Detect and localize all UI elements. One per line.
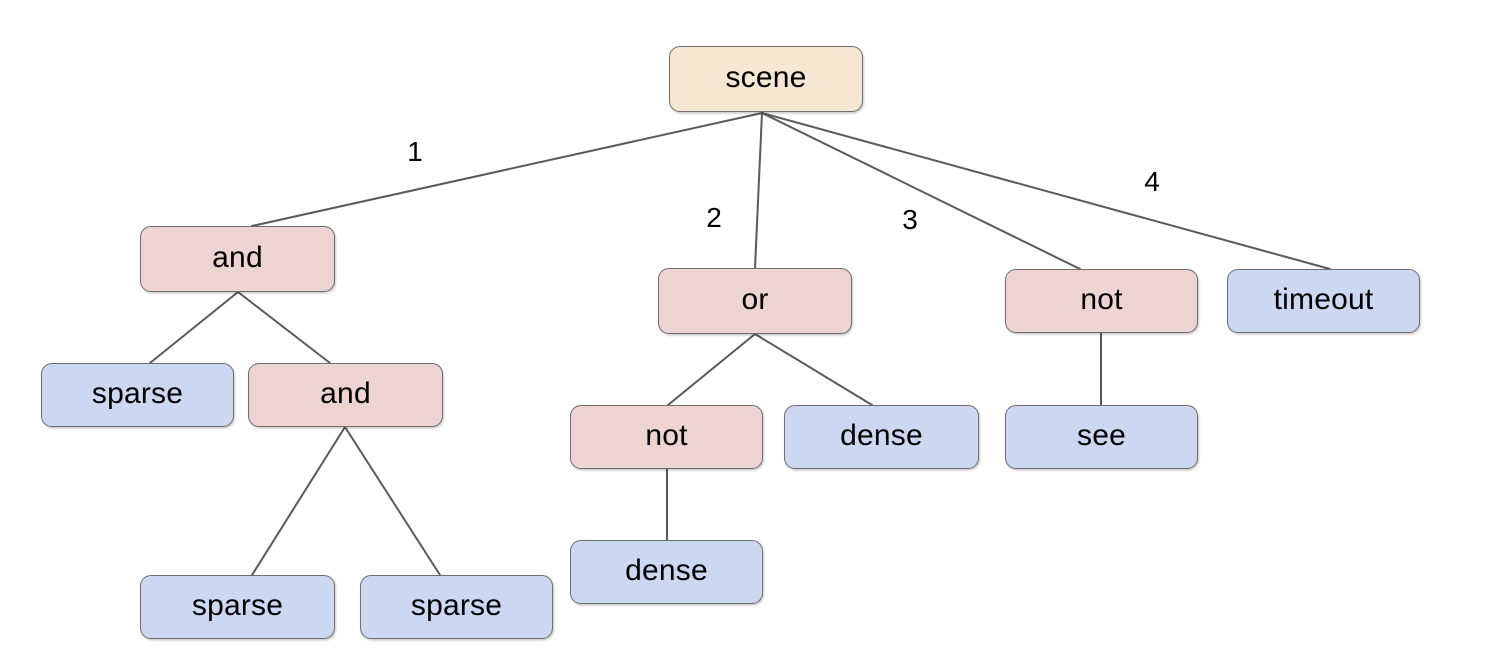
tree-node-label: not <box>645 419 688 452</box>
tree-node-label: and <box>320 377 371 410</box>
edge-label-scene-to-timeout1: 4 <box>1144 166 1160 197</box>
tree-edge <box>761 112 1081 270</box>
tree-edge <box>761 112 1331 270</box>
tree-node-label: sparse <box>191 589 284 622</box>
tree-node-see1[interactable]: see <box>1005 405 1198 469</box>
edge-label-scene-to-and1: 1 <box>407 136 423 167</box>
tree-edge <box>754 112 763 269</box>
edge-label-scene-to-or1: 2 <box>706 202 722 233</box>
tree-node-or1[interactable]: or <box>658 268 852 334</box>
tree-edge <box>149 291 239 364</box>
tree-node-label: and <box>212 241 263 274</box>
tree-node-sparse1[interactable]: sparse <box>41 363 234 427</box>
tree-node-not2[interactable]: not <box>570 405 763 469</box>
tree-edge <box>667 333 756 406</box>
tree-node-label: or <box>741 283 769 316</box>
tree-node-label: sparse <box>410 589 503 622</box>
tree-node-label: not <box>1080 283 1123 316</box>
tree-node-label: see <box>1077 419 1126 452</box>
tree-edge <box>251 112 763 227</box>
tree-node-sparse2[interactable]: sparse <box>140 575 335 639</box>
tree-node-scene[interactable]: scene <box>669 46 863 112</box>
tree-node-and2[interactable]: and <box>248 363 443 427</box>
tree-edge <box>754 333 873 406</box>
tree-node-timeout1[interactable]: timeout <box>1227 269 1420 333</box>
tree-node-dense1[interactable]: dense <box>784 405 979 469</box>
tree-node-and1[interactable]: and <box>140 226 335 292</box>
tree-edge <box>344 426 441 576</box>
tree-node-sparse3[interactable]: sparse <box>360 575 553 639</box>
tree-node-dense2[interactable]: dense <box>570 540 763 604</box>
edge-label-scene-to-not1: 3 <box>902 204 918 235</box>
tree-node-label: dense <box>840 419 923 452</box>
tree-node-label: dense <box>625 554 708 587</box>
tree-node-label: scene <box>725 61 807 94</box>
tree-node-label: sparse <box>91 377 184 410</box>
tree-edge <box>251 426 346 576</box>
tree-node-not1[interactable]: not <box>1005 269 1198 333</box>
tree-edge <box>237 291 331 364</box>
tree-node-label: timeout <box>1273 283 1374 316</box>
